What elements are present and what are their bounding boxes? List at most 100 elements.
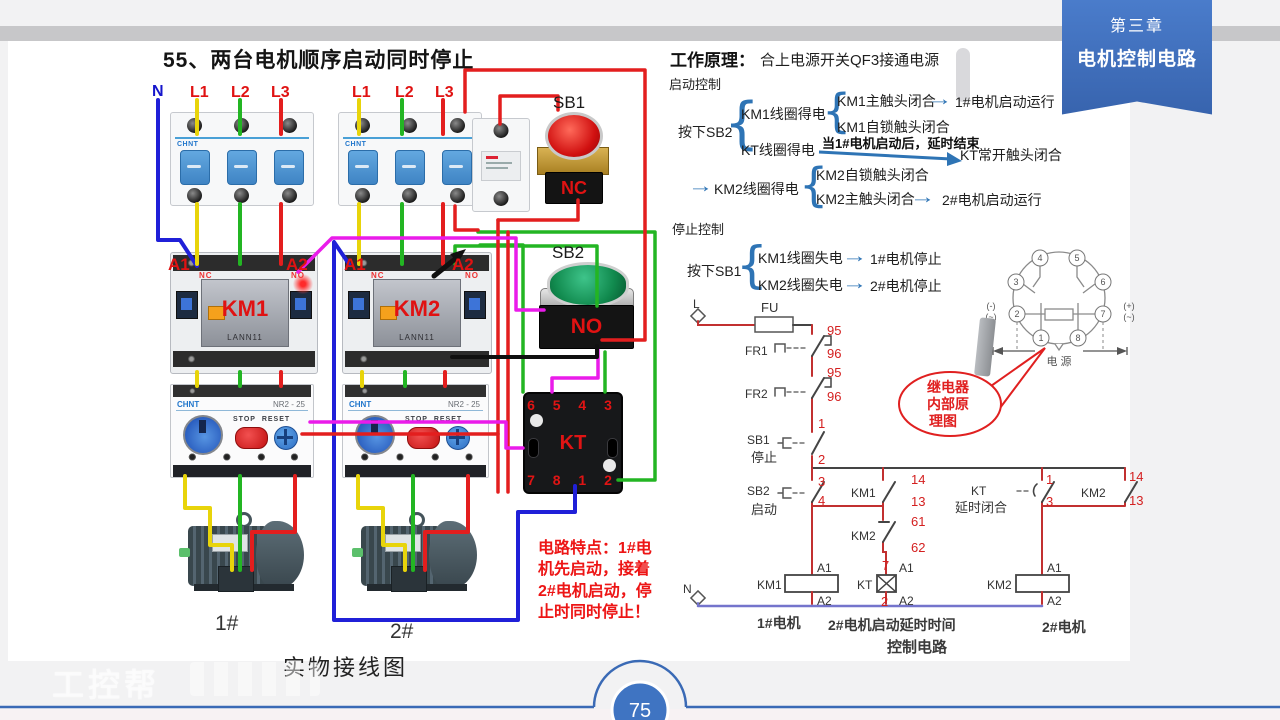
contactor-window	[464, 291, 486, 319]
sch-sb2-role: 启动	[751, 502, 777, 517]
flow-motor1-stop: 1#电机停止	[870, 251, 942, 267]
thermal-relay-2: CHNT NR2 - 25 STOP RESET	[342, 384, 489, 478]
relay-pin: 7	[1100, 309, 1105, 319]
sch-kt-role: 延时闭合	[955, 500, 1007, 515]
contactor-model: LANN11	[399, 333, 435, 342]
sch-pin: 62	[911, 540, 925, 555]
contactor-window	[290, 291, 312, 319]
screw-icon	[402, 117, 418, 133]
relay-pin: 8	[1075, 333, 1080, 343]
contactor-faceplate: KM1 LANN11	[201, 279, 289, 347]
terminal-label-l1: L1	[190, 84, 209, 101]
flow-kt-coil: KT线圈得电	[741, 142, 815, 158]
sch-pin: 95	[827, 323, 841, 338]
flow-motor2-stop: 2#电机停止	[870, 278, 942, 294]
screw-icon	[449, 117, 465, 133]
sch-m2-label: 2#电机	[1042, 619, 1086, 635]
sch-pin: 95	[827, 365, 841, 380]
power-module	[472, 118, 530, 212]
chapter-number: 第三章	[1109, 18, 1164, 35]
relay-base	[345, 465, 486, 477]
sch-n: N	[683, 582, 692, 596]
sb2-label: SB2	[552, 243, 585, 262]
relay-pin: 2	[1014, 309, 1019, 319]
motor-shaft	[179, 548, 190, 557]
flow-arrow-icon: →	[841, 246, 868, 267]
flow-press-sb2: 按下SB2	[678, 124, 733, 140]
sch-pin: 1	[818, 416, 825, 431]
terminal-label-l2b: L2	[395, 84, 414, 101]
relay-pin: 4	[1037, 253, 1042, 263]
callout-line: 内部原	[927, 396, 969, 412]
km1-a2-label: A2	[286, 255, 308, 274]
footer: 75	[0, 659, 1280, 720]
stop-reset-label: STOP RESET	[405, 416, 463, 423]
indicator-glow	[293, 274, 313, 294]
flow-arrow-icon: →	[687, 176, 714, 197]
screw-icon	[355, 187, 371, 203]
sb2-contact-block: NO	[539, 305, 634, 349]
sch-fr2: FR2	[745, 387, 768, 401]
screw-icon	[493, 191, 509, 206]
relay-base	[173, 465, 311, 477]
page-number: 75	[629, 700, 651, 720]
breaker-toggle	[442, 149, 473, 185]
reset-screw	[274, 426, 298, 450]
reset-screw	[446, 426, 470, 450]
sch-a1: A1	[1047, 561, 1062, 575]
screw-icon	[355, 117, 371, 133]
motor1-label: 1#	[215, 612, 239, 635]
sch-l: L	[693, 297, 700, 311]
screw-icon	[402, 187, 418, 203]
delay-arrow-icon	[818, 150, 962, 166]
sch-sb2: SB2	[747, 484, 770, 498]
flow-motor2-run: 2#电机启动运行	[942, 192, 1042, 208]
relay-pin: 1	[1038, 333, 1043, 343]
mount-hole	[603, 459, 616, 472]
breaker-toggle	[226, 149, 257, 185]
sch-a2: A2	[1047, 594, 1062, 608]
screw-icon	[234, 187, 250, 203]
stop-reset-label: STOP RESET	[233, 416, 291, 423]
terminal-label-l2: L2	[231, 84, 250, 101]
motor-shaft	[352, 548, 363, 557]
stop-button	[235, 427, 268, 449]
flow-km2-coil: KM2线圈得电	[714, 181, 799, 197]
socket-slot	[528, 438, 539, 458]
relay-trim	[348, 410, 483, 411]
breaker-brand: CHNT	[345, 141, 367, 148]
sch-kt-aux: KT	[971, 484, 987, 498]
flow-km1-latch: KM1自锁触头闭合	[837, 119, 950, 135]
sb1-nc-label: NC	[561, 177, 587, 198]
sch-pin: 1	[1046, 472, 1053, 487]
relay-polarity: (~)	[985, 312, 996, 322]
relay-terminals	[173, 385, 311, 397]
thermal-relay-1: CHNT NR2 - 25 STOP RESET	[170, 384, 314, 478]
scrollbar-thumb	[956, 48, 970, 102]
motor-endbell	[429, 521, 477, 589]
relay-pin: 3	[1013, 277, 1018, 287]
chapter-title: 电机控制电路	[1076, 49, 1197, 70]
socket-slot	[607, 438, 618, 458]
sch-pin: 3	[818, 474, 825, 489]
sch-a2: A2	[817, 594, 832, 608]
contactor-terminals	[173, 351, 315, 367]
sch-m1-label: 1#电机	[757, 615, 801, 631]
sch-a1: A1	[899, 561, 914, 575]
km2-a1-label: A1	[344, 255, 366, 274]
page-title: 55、两台电机顺序启动同时停止	[163, 49, 475, 72]
kt-pins-bottom: 7 8 1 2	[527, 472, 619, 488]
relay-screws	[345, 451, 486, 463]
stop-button	[407, 427, 440, 449]
contactor-terminals	[345, 351, 489, 367]
km1-a1-label: A1	[168, 255, 190, 274]
flow-arrow-icon: →	[926, 89, 953, 110]
sch-pin: 14	[1129, 469, 1143, 484]
flow-motor1-run: 1#电机启动运行	[955, 94, 1055, 110]
flow-brace: {	[736, 236, 768, 294]
top-gray-stripe	[0, 26, 1280, 41]
flow-km1-coil: KM1线圈得电	[741, 106, 826, 122]
flow-km2-main: KM2主触头闭合	[816, 191, 915, 207]
relay-polarity: (-)	[987, 301, 996, 311]
